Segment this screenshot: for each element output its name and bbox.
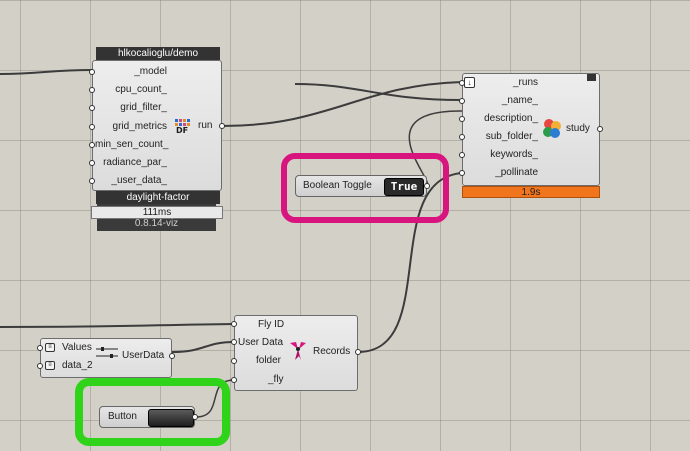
boolean-toggle-label: Boolean Toggle	[303, 180, 372, 191]
output-run: run	[198, 120, 213, 131]
input-fly-id: Fly ID	[258, 319, 285, 330]
output-study: study	[566, 123, 590, 134]
port-in[interactable]	[459, 170, 465, 176]
input-cpu-count: cpu_count_	[115, 84, 167, 95]
input-user-data: User Data	[238, 337, 284, 348]
input-model: _model	[134, 66, 167, 77]
panel-icon: ≡	[45, 343, 55, 352]
port-out[interactable]	[219, 123, 225, 129]
input-radiance-par: radiance_par_	[103, 157, 167, 168]
panel-icon: ≡	[45, 361, 55, 370]
green-highlight	[75, 378, 230, 446]
input-values: Values	[62, 342, 92, 353]
study-body[interactable]	[462, 73, 600, 186]
pink-highlight	[281, 153, 449, 223]
port-in[interactable]	[459, 134, 465, 140]
userdata-body[interactable]	[40, 338, 172, 378]
input-user-data: _user_data_	[111, 175, 167, 186]
port-in[interactable]	[231, 377, 237, 383]
wire-button-to-fly	[195, 379, 235, 418]
port-in[interactable]	[89, 69, 95, 75]
port-in[interactable]	[89, 87, 95, 93]
input-name: _name_	[501, 95, 538, 106]
wire-records-to-pollinate	[357, 172, 463, 353]
toggle-value[interactable]: True	[384, 178, 424, 196]
port-out[interactable]	[597, 126, 603, 132]
input-description: description_	[484, 113, 538, 124]
input-keywords: keywords_	[490, 149, 538, 160]
port-in[interactable]	[459, 80, 465, 86]
port-out[interactable]	[169, 353, 175, 359]
input-runs: _runs	[512, 77, 538, 88]
port-in[interactable]	[89, 105, 95, 111]
study-corner-icon	[587, 74, 596, 81]
wire-model	[0, 69, 93, 75]
wire-userdata-to-fly	[171, 341, 235, 353]
port-in[interactable]	[89, 178, 95, 184]
component-name-bar: daylight-factor	[96, 191, 220, 204]
port-in[interactable]	[37, 345, 43, 351]
version-label: 0.8.14-viz	[134, 218, 179, 229]
input-fly: _fly	[268, 374, 284, 385]
input-grid-filter: grid_filter_	[120, 102, 167, 113]
port-out[interactable]	[355, 349, 361, 355]
input-folder: folder	[256, 355, 282, 366]
profiler-time: 111ms	[91, 206, 223, 219]
port-in[interactable]	[231, 339, 237, 345]
port-in[interactable]	[89, 142, 95, 148]
wire-name	[294, 83, 463, 101]
fly-icon	[287, 340, 309, 362]
port-in[interactable]	[37, 363, 43, 369]
profiler-time: 1.9s	[462, 186, 600, 198]
output-userdata: UserData	[122, 350, 165, 361]
fly-body[interactable]	[234, 315, 358, 391]
port-in[interactable]	[231, 358, 237, 364]
input-grid-metrics: grid_metrics	[112, 121, 167, 132]
input-min-sen-count: min_sen_count_	[95, 139, 169, 150]
button-label: Button	[108, 411, 137, 422]
daylight-factor-body[interactable]	[92, 60, 222, 191]
port-in[interactable]	[89, 160, 95, 166]
port-out[interactable]	[192, 414, 198, 420]
icon-text: DF	[176, 126, 189, 135]
port-in[interactable]	[459, 98, 465, 104]
wire-toggle-to-subfolder	[408, 110, 463, 187]
output-records: Records	[313, 346, 351, 357]
daylight-factor-icon: DF	[174, 118, 192, 136]
port-in[interactable]	[231, 321, 237, 327]
sliders-icon	[96, 346, 118, 360]
wire-run-to-runs	[221, 81, 463, 127]
pollination-logo-icon	[541, 117, 563, 139]
port-in[interactable]	[459, 116, 465, 122]
input-pollinate: _pollinate	[495, 167, 538, 178]
input-sub-folder: sub_folder_	[485, 131, 538, 142]
wire-left-to-flyid	[0, 323, 235, 328]
port-in[interactable]	[89, 124, 95, 130]
port-out[interactable]	[424, 183, 430, 189]
port-in[interactable]	[459, 152, 465, 158]
component-owner-header: hlkocalioglu/demo	[96, 47, 220, 60]
button-press-area[interactable]	[148, 409, 194, 427]
input-data-2: data_2	[62, 360, 93, 371]
